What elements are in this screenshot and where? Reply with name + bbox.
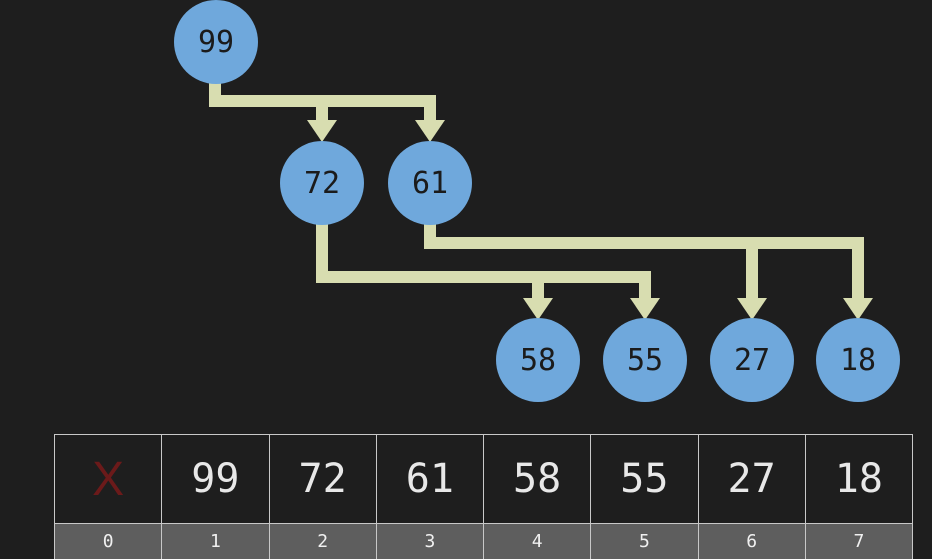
- tree-node-leaf-3: 27: [710, 318, 794, 402]
- array-cell: 27: [699, 435, 806, 523]
- array-cell: 99: [162, 435, 270, 523]
- arrowhead-to-58: [523, 298, 553, 320]
- arrowhead-to-61: [415, 120, 445, 142]
- array-cells: X 99 72 61 58 55 27 18: [54, 434, 913, 524]
- array-cell: 58: [484, 435, 592, 523]
- array-index: 3: [377, 524, 484, 559]
- array-cell: 61: [377, 435, 484, 523]
- array-index: 6: [699, 524, 806, 559]
- tree-node-level1-left: 72: [280, 141, 364, 225]
- tree-node-root: 99: [174, 0, 258, 84]
- array-cell: 55: [591, 435, 699, 523]
- array-index: 0: [55, 524, 163, 559]
- array-index: 2: [270, 524, 377, 559]
- arrowhead-to-18: [843, 298, 873, 320]
- tree-node-leaf-1: 58: [496, 318, 580, 402]
- arrowhead-to-55: [630, 298, 660, 320]
- array-index: 1: [162, 524, 270, 559]
- arrowhead-to-72: [307, 120, 337, 142]
- edge-61-to-27-18: [424, 224, 864, 300]
- array-index: 5: [591, 524, 699, 559]
- tree-node-leaf-4: 18: [816, 318, 900, 402]
- edge-99-to-72-61: [209, 80, 436, 122]
- array-cell-unused: X: [55, 435, 163, 523]
- edge-72-to-58-55: [316, 224, 651, 300]
- tree-node-leaf-2: 55: [603, 318, 687, 402]
- array-index: 4: [484, 524, 592, 559]
- heap-array: X 99 72 61 58 55 27 18 0 1 2 3 4 5 6 7: [54, 434, 913, 559]
- array-index-row: 0 1 2 3 4 5 6 7: [54, 524, 913, 559]
- array-cell: 72: [270, 435, 377, 523]
- array-cell: 18: [834, 456, 883, 502]
- tree-node-level1-right: 61: [388, 141, 472, 225]
- array-index: 7: [853, 531, 865, 552]
- arrowhead-to-27: [737, 298, 767, 320]
